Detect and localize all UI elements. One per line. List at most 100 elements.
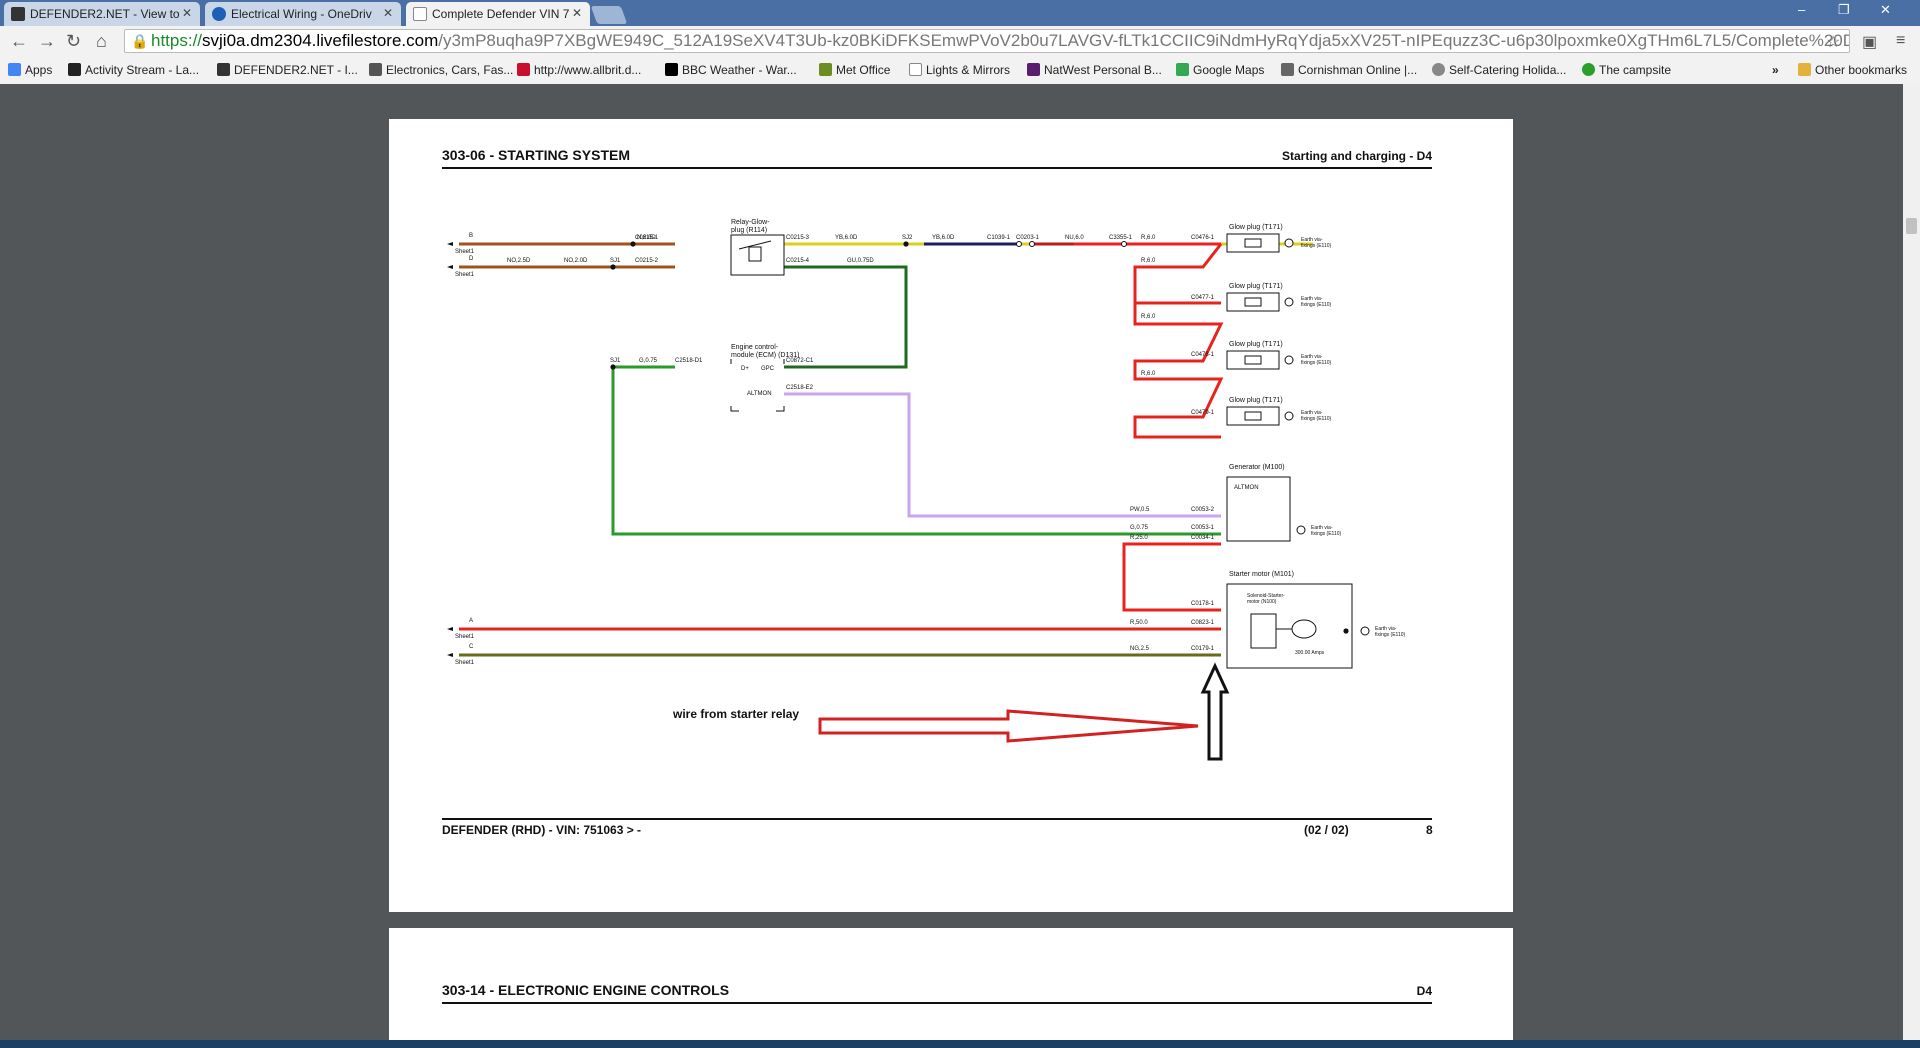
vertical-scrollbar[interactable] xyxy=(1903,84,1920,1040)
bookmark-google-maps[interactable]: Google Maps xyxy=(1176,63,1264,77)
back-arrow-icon[interactable]: ← xyxy=(10,31,28,51)
bookmark-natwest[interactable]: NatWest Personal B... xyxy=(1027,63,1162,77)
tab-title: Complete Defender VIN 7 xyxy=(432,7,570,21)
wire-label: SJ2 xyxy=(902,235,913,241)
wire-label: C0053-2 xyxy=(1191,507,1215,513)
new-tab-button[interactable] xyxy=(590,6,628,24)
bookmark-allbrit[interactable]: http://www.allbrit.d... xyxy=(517,63,641,77)
earth-label: fixings (E110) xyxy=(1301,416,1332,422)
minimize-icon[interactable]: – xyxy=(1798,2,1806,17)
earth-icon xyxy=(1284,355,1294,365)
bookmark-cornishman[interactable]: Cornishman Online |... xyxy=(1281,63,1417,77)
wire-r-25-0 xyxy=(1122,542,1221,612)
earth-label: Earth via- xyxy=(1301,354,1323,360)
bookmark-activity-stream[interactable]: Activity Stream - La... xyxy=(68,63,199,77)
wire-label: C0215-3 xyxy=(786,235,810,241)
wire-label: G,0.75 xyxy=(639,358,658,364)
page-title: 303-14 - ELECTRONIC ENGINE CONTROLS xyxy=(442,982,730,998)
onedrive-cloud-icon xyxy=(212,7,226,21)
forward-arrow-icon[interactable]: → xyxy=(38,31,56,51)
wire-label: C0479-1 xyxy=(1191,410,1215,416)
tab-complete-defender[interactable]: Complete Defender VIN 7 ✕ xyxy=(406,2,590,26)
wire-label: R,25.0 xyxy=(1130,535,1148,541)
bookmark-label: Cornishman Online |... xyxy=(1298,63,1418,77)
wire-label: YB,6.0D xyxy=(835,235,858,241)
home-icon[interactable]: ⌂ xyxy=(96,31,107,51)
wire-label: YB,6.0D xyxy=(932,235,955,241)
natwest-icon xyxy=(1027,63,1040,76)
url-host: svji0a.dm2304.livefilestore.com xyxy=(202,31,439,50)
glow-plug-label: Glow plug (T171) xyxy=(1229,224,1283,231)
ecm-pin: D+ xyxy=(741,366,749,372)
bookmark-defender2[interactable]: DEFENDER2.NET - I... xyxy=(217,63,358,77)
bookmark-self-catering[interactable]: Self-Catering Holida... xyxy=(1432,63,1566,77)
bookmark-label: NatWest Personal B... xyxy=(1044,63,1162,77)
wire-label: SJ1 xyxy=(610,258,621,264)
extension-icon[interactable]: ▣ xyxy=(1862,34,1878,51)
reload-icon[interactable]: ↻ xyxy=(66,31,82,51)
other-bookmarks[interactable]: Other bookmarks xyxy=(1798,63,1907,77)
bookmark-label: Lights & Mirrors xyxy=(926,63,1011,77)
toolbar: ← → ↻ ⌂ 🔒 https://svji0a.dm2304.livefile… xyxy=(0,26,1920,58)
bookmarks-overflow-chevron-icon[interactable]: » xyxy=(1772,63,1779,77)
tab-onedrive[interactable]: Electrical Wiring - OneDriv ✕ xyxy=(205,2,401,26)
sheet-arrow-icon xyxy=(447,627,453,631)
wire-label: C0476-1 xyxy=(1191,235,1215,241)
wire-pw-0-5 xyxy=(784,392,1221,518)
wire-label: C3355-1 xyxy=(1109,235,1133,241)
union-jack-icon xyxy=(517,63,530,76)
bookmark-electronics[interactable]: Electronics, Cars, Fas... xyxy=(369,63,513,77)
bookmark-apps[interactable]: Apps xyxy=(8,63,52,77)
wire-label: C0179-1 xyxy=(1191,646,1215,652)
ecm-pin: GPC xyxy=(761,366,775,372)
close-tab-icon[interactable]: ✕ xyxy=(382,6,393,20)
heater-element-icon xyxy=(1244,297,1262,307)
ecm-label: Engine control- xyxy=(731,344,779,351)
page-subtitle: D4 xyxy=(1416,984,1432,998)
bookmark-lights-mirrors[interactable]: Lights & Mirrors xyxy=(909,63,1010,77)
starter-motor-box xyxy=(1226,583,1353,669)
close-tab-icon[interactable]: ✕ xyxy=(571,6,582,20)
wire-label: PW,0.5 xyxy=(1130,507,1150,513)
wire-label: C0478-1 xyxy=(1191,352,1215,358)
maximize-icon[interactable]: ❐ xyxy=(1838,2,1850,17)
close-window-icon[interactable]: ✕ xyxy=(1880,2,1891,17)
bookmark-label: Electronics, Cars, Fas... xyxy=(386,63,514,77)
earth-label: fixings (E110) xyxy=(1301,302,1332,308)
bookmark-met-office[interactable]: Met Office xyxy=(819,63,890,77)
glow-plug-label: Glow plug (T171) xyxy=(1229,341,1283,348)
wire-label: R,50.0 xyxy=(1130,620,1148,626)
menu-icon[interactable]: ≡ xyxy=(1896,32,1906,49)
sheet-arrow-icon xyxy=(447,265,453,269)
footer-rule xyxy=(442,818,1432,820)
earth-label: Earth via- xyxy=(1301,237,1323,243)
met-office-icon xyxy=(819,63,832,76)
browser-chrome: DEFENDER2.NET - View to ✕ Electrical Wir… xyxy=(0,0,1920,84)
star-icon[interactable]: ☆ xyxy=(1826,34,1841,51)
relay-switch-icon xyxy=(738,240,772,250)
starter-label: Starter motor (M101) xyxy=(1229,571,1294,578)
close-tab-icon[interactable]: ✕ xyxy=(181,6,192,20)
wire-label: N,6.0D xyxy=(637,235,656,241)
scrollbar-thumb[interactable] xyxy=(1906,218,1917,234)
earth-label: fixings (E110) xyxy=(1375,632,1406,638)
tab-defender2[interactable]: DEFENDER2.NET - View to ✕ xyxy=(4,2,200,26)
generator-pin: ALTMON xyxy=(1234,485,1259,491)
url-path: /y3mP8uqha9P7XBgWE949C_512A19SeXV4T3Ub-k… xyxy=(438,31,1850,50)
wire-label: C2518-D1 xyxy=(675,358,703,364)
splice-dot xyxy=(1343,628,1349,634)
campsite-icon xyxy=(1582,63,1595,76)
address-bar[interactable]: 🔒 https://svji0a.dm2304.livefilestore.co… xyxy=(124,29,1850,53)
folder-icon xyxy=(369,63,382,76)
bookmark-bbc-weather[interactable]: BBC Weather - War... xyxy=(665,63,797,77)
sheet-arrow-icon xyxy=(447,242,453,246)
bookmark-label: http://www.allbrit.d... xyxy=(534,63,642,77)
url-protocol: https:// xyxy=(151,31,203,50)
wire-label: C0477-1 xyxy=(1191,295,1215,301)
relay-label: Relay-Glow- xyxy=(731,219,770,226)
earth-icon xyxy=(1296,525,1306,535)
bookmark-campsite[interactable]: The campsite xyxy=(1582,63,1671,77)
sheet-label: Sheet1 xyxy=(455,634,475,640)
wire-label: C0823-1 xyxy=(1191,620,1215,626)
document-icon xyxy=(413,7,427,21)
